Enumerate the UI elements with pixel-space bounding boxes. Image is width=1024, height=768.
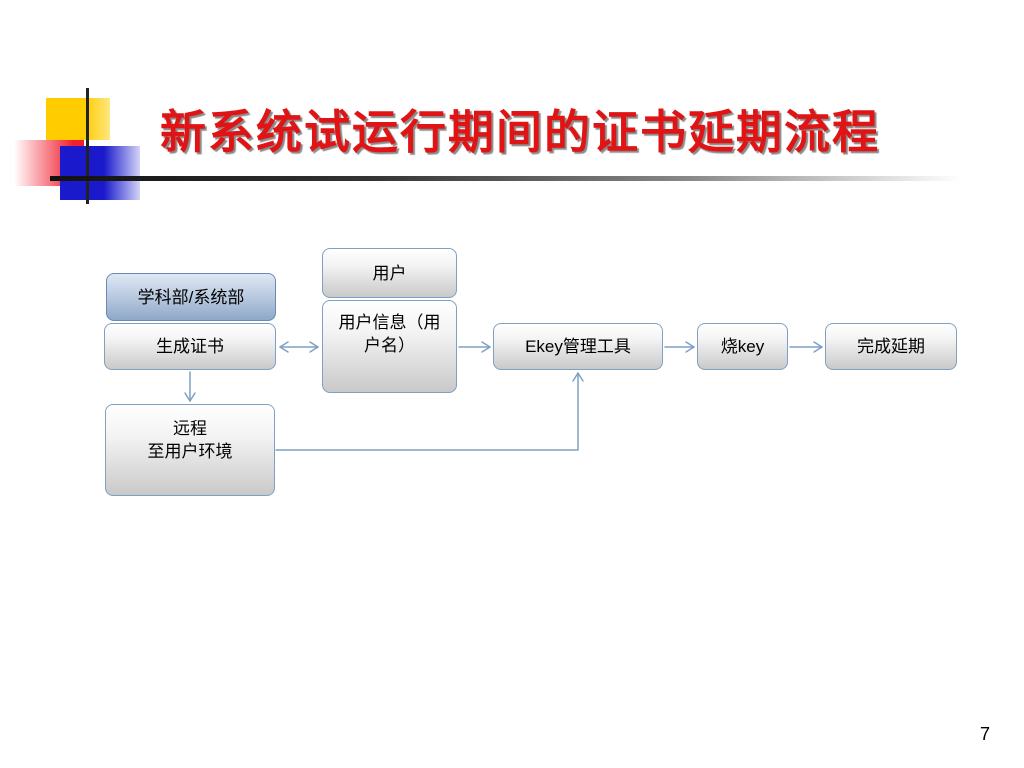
node-user: 用户 <box>322 248 457 298</box>
edge-remote-to-ekey <box>275 372 584 451</box>
decor-blue-square <box>60 146 140 200</box>
edge-generate-cert-to-remote <box>184 371 196 402</box>
node-remote: 远程 至用户环境 <box>105 404 275 496</box>
slide-title: 新系统试运行期间的证书延期流程 <box>160 105 880 159</box>
node-user-info: 用户信息（用户名） <box>322 300 457 393</box>
node-burn-key: 烧key <box>697 323 788 370</box>
edge-generate-cert-user-info <box>279 341 319 353</box>
node-ekey-tool: Ekey管理工具 <box>493 323 663 370</box>
page-number: 7 <box>979 724 990 744</box>
edge-user-info-to-ekey <box>458 341 491 353</box>
title-underline <box>50 176 962 181</box>
node-complete: 完成延期 <box>825 323 957 370</box>
edge-ekey-to-burn-key <box>664 341 695 353</box>
node-generate-cert: 生成证书 <box>104 323 276 370</box>
decor-yellow-square <box>46 98 110 140</box>
decor-vertical-line <box>86 88 89 204</box>
node-department: 学科部/系统部 <box>106 273 276 321</box>
edge-burn-key-to-complete <box>789 341 823 353</box>
